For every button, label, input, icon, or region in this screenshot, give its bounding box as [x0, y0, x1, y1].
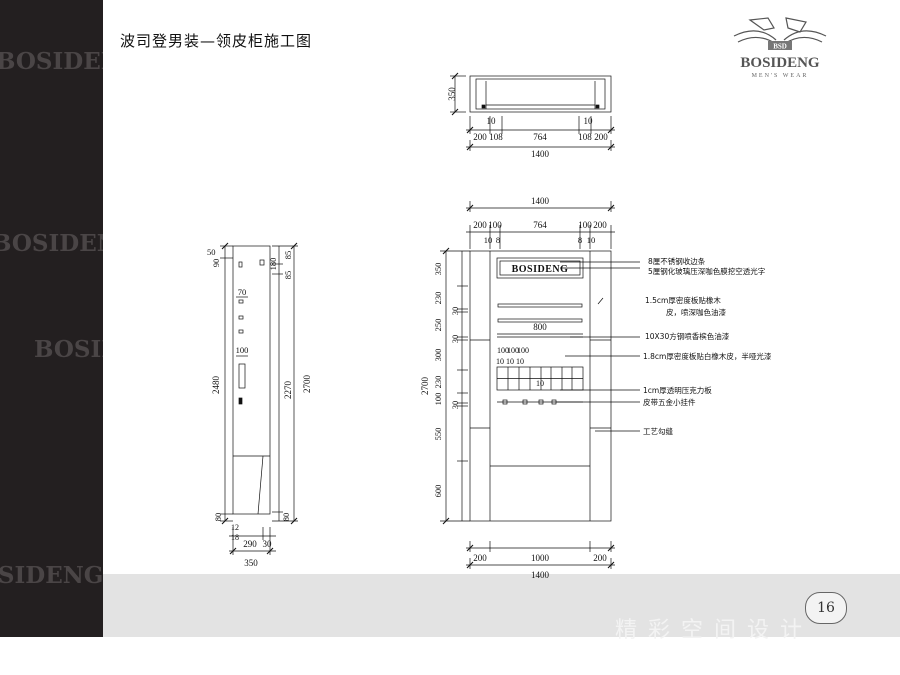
- dim-label: 10: [487, 116, 497, 126]
- dim-label: 18: [231, 533, 239, 542]
- annotation-text: 1.8cm厚密度板贴白橡木皮，半哑光漆: [643, 351, 772, 361]
- dim-label: 100: [433, 393, 443, 406]
- dim-label: 300: [433, 349, 443, 362]
- dim-label: 200: [473, 220, 487, 230]
- front-view: [440, 201, 640, 569]
- dim-label: 80: [213, 513, 223, 522]
- dim-label: 30: [450, 307, 460, 316]
- dim-label: 80: [281, 513, 291, 522]
- sidebar-band: BOSIDENG BOSIDENG BOSIDENG BOSIDENG: [0, 0, 103, 637]
- hanging-rail: [497, 318, 583, 323]
- annotation-text: 8厘不锈钢收边条: [648, 256, 706, 266]
- footer-band: [103, 574, 900, 637]
- dim-label: 10: [496, 357, 504, 366]
- dim-label: 764: [533, 220, 547, 230]
- dim-label: 30: [450, 401, 460, 410]
- logo-badge: [768, 41, 792, 50]
- annotation-text: 工艺勾缝: [643, 426, 673, 436]
- front-sign-text: BOSIDENG: [512, 264, 569, 275]
- dim-label: 90: [211, 259, 221, 268]
- annotation-text: 1.5cm厚密度板贴橡木: [645, 295, 721, 305]
- sidebar-watermark: BOSIDENG: [0, 48, 103, 75]
- dim-label: 200: [593, 553, 607, 563]
- logo-badge-text: BSD: [773, 43, 787, 51]
- dim-label: 100: [507, 346, 519, 355]
- dim-label: 70: [238, 287, 247, 297]
- dim-label: 350: [244, 558, 258, 568]
- dim-label: 100: [578, 220, 592, 230]
- top-view-dimensions: 350 10 10 200 108 764 108 200 1400: [447, 87, 608, 159]
- dim-label: 2700: [302, 375, 312, 394]
- dim-label: 108: [489, 132, 503, 142]
- dim-label: 1000: [531, 553, 550, 563]
- annotation-text: 5厘钢化玻璃压深咖色膜挖空透光字: [648, 266, 765, 276]
- side-view: [220, 245, 298, 555]
- dim-label: 10: [506, 357, 514, 366]
- dim-label: 10: [584, 116, 594, 126]
- dim-label: 108: [578, 132, 592, 142]
- sidebar-watermark: BOSIDENG: [0, 230, 103, 257]
- dim-label: 200: [473, 132, 487, 142]
- dim-label: 1400: [531, 196, 550, 206]
- dim-label: 50: [207, 247, 216, 257]
- page-title: 波司登男装—领皮柜施工图: [120, 32, 313, 50]
- dim-label: 250: [433, 319, 443, 332]
- side-view-dimensions: 50 90 70 100 2480 80 180 85 85 2270 80 2…: [207, 247, 312, 568]
- dim-label: 230: [433, 292, 443, 305]
- page-number: 16: [805, 592, 847, 624]
- annotation-text: 皮带五金小挂件: [643, 397, 696, 407]
- dim-label: 30: [263, 539, 273, 549]
- dim-label: 600: [433, 485, 443, 498]
- annotation-text: 1cm厚透明压克力板: [643, 385, 712, 395]
- dim-label: 85: [283, 271, 293, 280]
- footer-brand-watermark: 精 彩 空 间 设 计: [615, 618, 804, 643]
- dim-label: 1400: [531, 570, 550, 580]
- logo-brand: BOSIDENG: [740, 55, 820, 71]
- dim-label: 550: [433, 428, 443, 441]
- dim-label: 800: [533, 322, 547, 332]
- dim-label: 100: [497, 346, 509, 355]
- bosideng-logo: BSD BOSIDENG MEN'S WEAR: [733, 17, 827, 79]
- front-view-dimensions: 1400 200 100 764 100 200 10 8 8 10 BOSID…: [420, 196, 607, 580]
- logo-subtitle: MEN'S WEAR: [752, 73, 809, 79]
- dim-label: 200: [593, 220, 607, 230]
- front-view-outline: [469, 250, 612, 522]
- hanging-rail: [497, 303, 583, 308]
- dim-label: 10: [516, 357, 524, 366]
- side-view-outline: [232, 245, 271, 515]
- dim-label: 100: [488, 220, 502, 230]
- dim-label: 764: [533, 132, 547, 142]
- top-view-outline: [469, 75, 612, 113]
- dim-label: 350: [433, 263, 443, 276]
- dim-label: 2700: [420, 377, 430, 396]
- dim-label: 100: [517, 346, 529, 355]
- dim-label: 10: [484, 235, 493, 245]
- dim-label: 350: [447, 87, 457, 101]
- dim-label: 290: [243, 539, 257, 549]
- dim-label: 10: [536, 379, 544, 388]
- dim-label: 8: [578, 235, 582, 245]
- sidebar-watermark: BOSIDENG: [34, 336, 103, 363]
- dim-label: 12: [231, 523, 239, 532]
- dim-label: 1400: [531, 149, 550, 159]
- dim-label: 8: [496, 235, 500, 245]
- dim-label: 30: [450, 335, 460, 344]
- belt-display-grid: [496, 366, 584, 391]
- dim-label: 200: [473, 553, 487, 563]
- top-view: [450, 75, 615, 151]
- dim-label: 180: [268, 258, 278, 271]
- material-annotations: 8厘不锈钢收边条 5厘钢化玻璃压深咖色膜挖空透光字 1.5cm厚密度板贴橡木 皮…: [643, 256, 772, 436]
- dim-label: 2270: [283, 381, 293, 400]
- dim-label: 200: [594, 132, 608, 142]
- dim-label: 100: [236, 345, 249, 355]
- dim-label: 85: [283, 251, 293, 260]
- annotation-text: 10X30方钢喷香槟色油漆: [645, 331, 730, 341]
- dim-label: 230: [433, 376, 443, 389]
- sidebar-watermark: BOSIDENG: [0, 562, 103, 589]
- annotation-text: 皮，喷深咖色油漆: [666, 307, 726, 317]
- dim-label: 10: [587, 235, 596, 245]
- dim-label: 2480: [211, 376, 221, 395]
